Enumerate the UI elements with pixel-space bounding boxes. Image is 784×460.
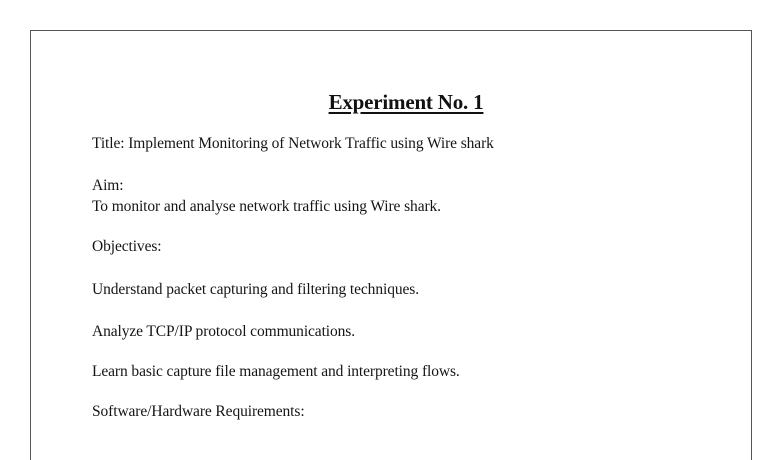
objective-item: Analyze TCP/IP protocol communications.: [92, 323, 356, 340]
objectives-label: Objectives:: [92, 238, 162, 255]
experiment-heading: Experiment No. 1: [328, 90, 484, 114]
aim-label: Aim:: [92, 177, 124, 194]
title-line: Title: Implement Monitoring of Network T…: [92, 135, 494, 152]
requirements-label: Software/Hardware Requirements:: [92, 403, 305, 420]
aim-text: To monitor and analyse network traffic u…: [92, 198, 441, 215]
objective-item: Understand packet capturing and filterin…: [92, 281, 419, 298]
document-page: Experiment No. 1 Title: Implement Monito…: [30, 30, 752, 460]
objective-item: Learn basic capture file management and …: [92, 363, 460, 380]
